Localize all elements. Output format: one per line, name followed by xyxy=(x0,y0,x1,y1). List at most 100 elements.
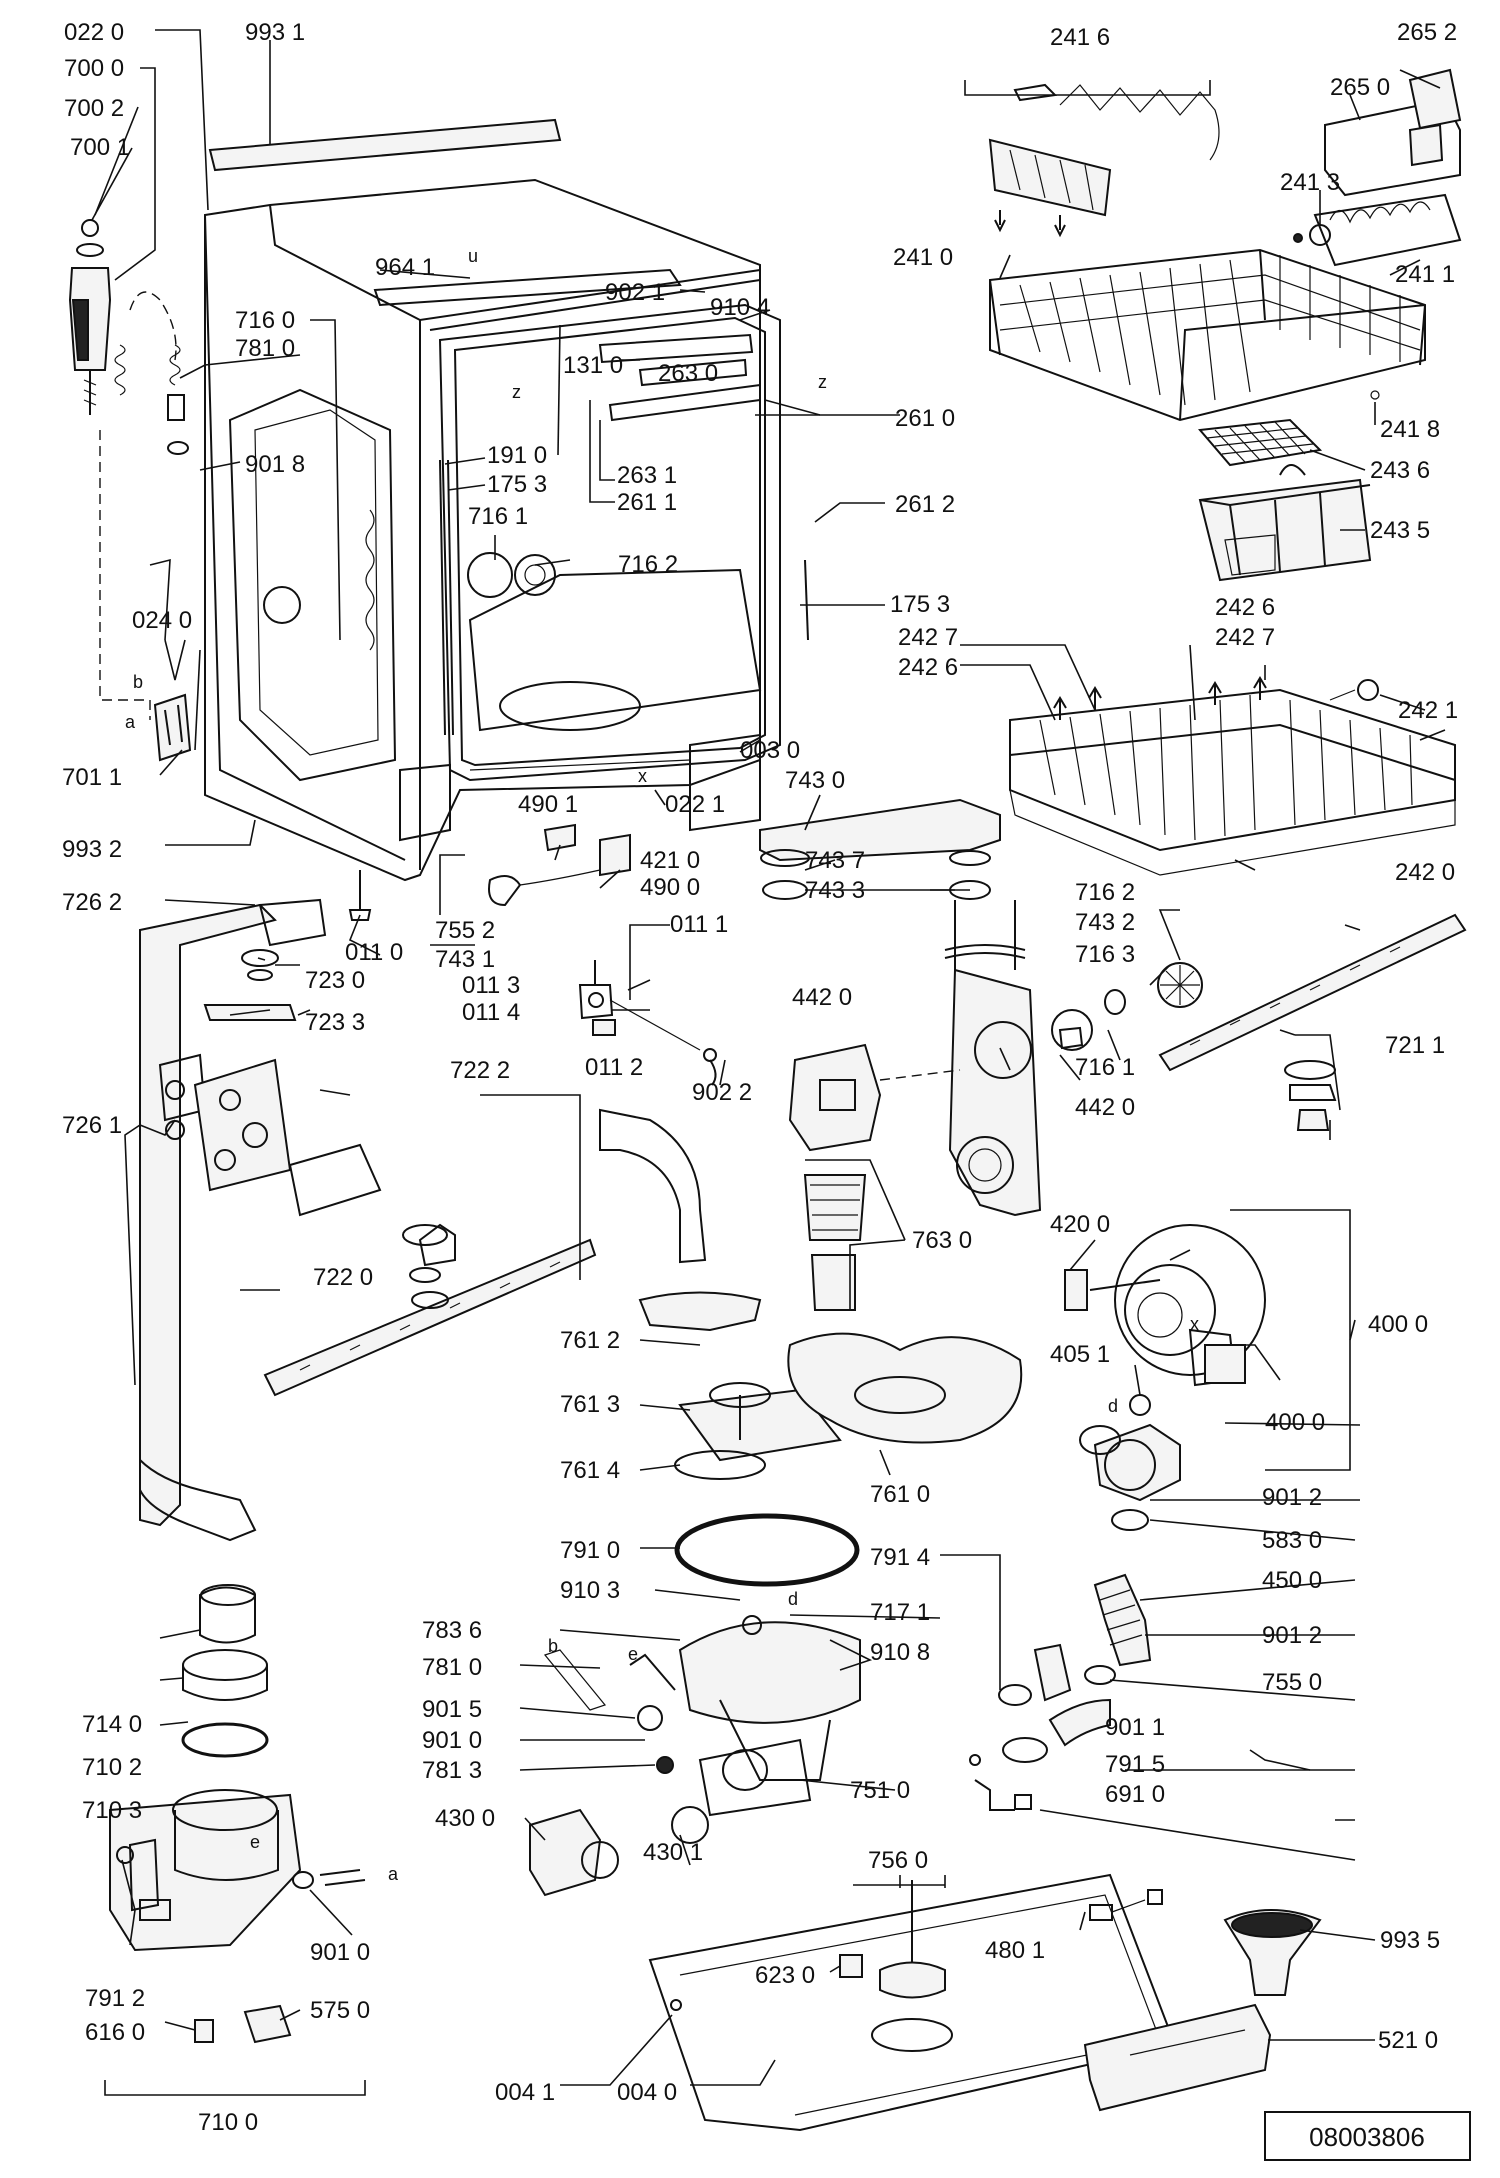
label-716-2-a: 716 2 xyxy=(618,551,678,578)
label-442-0-a: 442 0 xyxy=(792,984,852,1011)
sump-filter-assembly xyxy=(529,1043,1023,1897)
label-242-7-b: 242 7 xyxy=(898,624,958,651)
label-723-3: 723 3 xyxy=(305,1009,365,1036)
label-430-0: 430 0 xyxy=(435,1805,495,1832)
label-243-5: 243 5 xyxy=(1370,517,1430,544)
label-191-0: 191 0 xyxy=(487,442,547,469)
label-405-1: 405 1 xyxy=(1050,1341,1110,1368)
label-756-0: 756 0 xyxy=(868,1847,928,1874)
label-716-2-b: 716 2 xyxy=(1075,879,1135,906)
letter-e-2: e xyxy=(250,1832,260,1852)
label-442-0-b: 442 0 xyxy=(1075,1094,1135,1121)
label-910-4: 910 4 xyxy=(710,294,770,321)
letter-a-2: a xyxy=(388,1864,399,1884)
label-723-0: 723 0 xyxy=(305,967,365,994)
label-265-0: 265 0 xyxy=(1330,74,1390,101)
label-791-5: 791 5 xyxy=(1105,1751,1165,1778)
label-743-3: 743 3 xyxy=(805,877,865,904)
letter-markers: b a z z u x x d d b e e a xyxy=(125,246,1199,1884)
label-480-1: 480 1 xyxy=(985,1937,1045,1964)
lower-duct-spray-arm xyxy=(139,898,597,1542)
funnel-and-front-panel xyxy=(1083,1909,1322,2112)
label-726-2: 726 2 xyxy=(62,889,122,916)
label-400-0-b: 400 0 xyxy=(1265,1409,1325,1436)
label-241-8: 241 8 xyxy=(1380,416,1440,443)
motor-assembly xyxy=(969,1209,1351,1811)
label-781-0: 781 0 xyxy=(235,335,295,362)
label-761-0: 761 0 xyxy=(870,1481,930,1508)
label-490-1: 490 1 xyxy=(518,791,578,818)
label-420-0: 420 0 xyxy=(1050,1211,1110,1238)
upper-rack-assembly xyxy=(988,68,1462,582)
leader-lines xyxy=(91,29,1446,2086)
letter-z-2: z xyxy=(818,372,827,392)
label-910-8: 910 8 xyxy=(870,1639,930,1666)
label-910-3: 910 3 xyxy=(560,1577,620,1604)
letter-b-1: b xyxy=(133,672,143,692)
label-700-1: 700 1 xyxy=(70,134,130,161)
letter-e-1: e xyxy=(628,1644,638,1664)
water-duct-assembly xyxy=(759,798,1203,1217)
label-743-0: 743 0 xyxy=(785,767,845,794)
label-763-0: 763 0 xyxy=(912,1227,972,1254)
label-701-1: 701 1 xyxy=(62,764,122,791)
label-716-3: 716 3 xyxy=(1075,941,1135,968)
label-722-2: 722 2 xyxy=(450,1057,510,1084)
label-700-2: 700 2 xyxy=(64,95,124,122)
inlet-connector-group xyxy=(68,219,192,762)
label-901-2-a: 901 2 xyxy=(1262,1484,1322,1511)
drawing-number: 08003806 xyxy=(1309,2122,1425,2152)
label-011-4: 011 4 xyxy=(462,999,520,1026)
label-710-2: 710 2 xyxy=(82,1754,142,1781)
label-243-6: 243 6 xyxy=(1370,457,1430,484)
label-022-0: 022 0 xyxy=(64,19,124,46)
top-panel xyxy=(208,118,562,172)
upper-spray-arm xyxy=(1158,913,1467,1131)
label-714-0: 714 0 xyxy=(82,1711,142,1738)
label-751-0: 751 0 xyxy=(850,1777,910,1804)
label-400-0-a: 400 0 xyxy=(1368,1311,1428,1338)
label-993-2: 993 2 xyxy=(62,836,122,863)
label-265-2: 265 2 xyxy=(1397,19,1457,46)
label-616-0: 616 0 xyxy=(85,2019,145,2046)
label-242-7-a: 242 7 xyxy=(1215,624,1275,651)
base-plate-assembly xyxy=(648,1873,1177,2132)
label-791-2: 791 2 xyxy=(85,1985,145,2012)
label-716-1-a: 716 1 xyxy=(468,503,528,530)
small-parts-middle xyxy=(348,823,717,1086)
label-024-0: 024 0 xyxy=(132,607,192,634)
label-421-0: 421 0 xyxy=(640,847,700,874)
label-261-0: 261 0 xyxy=(895,405,955,432)
label-781-0-b: 781 0 xyxy=(422,1654,482,1681)
label-175-3-b: 175 3 xyxy=(890,591,950,618)
label-450-0: 450 0 xyxy=(1262,1567,1322,1594)
label-022-1: 022 1 xyxy=(665,791,725,818)
label-011-1: 011 1 xyxy=(670,911,728,938)
label-261-2: 261 2 xyxy=(895,491,955,518)
letter-z-1: z xyxy=(512,382,521,402)
label-901-1: 901 1 xyxy=(1105,1714,1165,1741)
label-755-0: 755 0 xyxy=(1262,1669,1322,1696)
label-521-0: 521 0 xyxy=(1378,2027,1438,2054)
label-263-0: 263 0 xyxy=(658,360,718,387)
label-901-8: 901 8 xyxy=(245,451,305,478)
label-623-0: 623 0 xyxy=(755,1962,815,1989)
label-490-0: 490 0 xyxy=(640,874,700,901)
label-242-6-a: 242 6 xyxy=(1215,594,1275,621)
letter-a-1: a xyxy=(125,712,136,732)
label-743-7: 743 7 xyxy=(805,847,865,874)
label-993-5: 993 5 xyxy=(1380,1927,1440,1954)
label-710-3: 710 3 xyxy=(82,1797,142,1824)
label-721-1: 721 1 xyxy=(1385,1032,1445,1059)
label-241-1: 241 1 xyxy=(1395,261,1455,288)
label-791-4: 791 4 xyxy=(870,1544,930,1571)
label-901-0-a: 901 0 xyxy=(422,1727,482,1754)
label-241-3: 241 3 xyxy=(1280,169,1340,196)
label-004-0: 004 0 xyxy=(617,2079,677,2106)
label-743-1: 743 1 xyxy=(435,946,495,973)
label-964-1: 964 1 xyxy=(375,254,435,281)
label-993-1: 993 1 xyxy=(245,19,305,46)
label-242-0: 242 0 xyxy=(1395,859,1455,886)
label-242-1: 242 1 xyxy=(1398,697,1458,724)
